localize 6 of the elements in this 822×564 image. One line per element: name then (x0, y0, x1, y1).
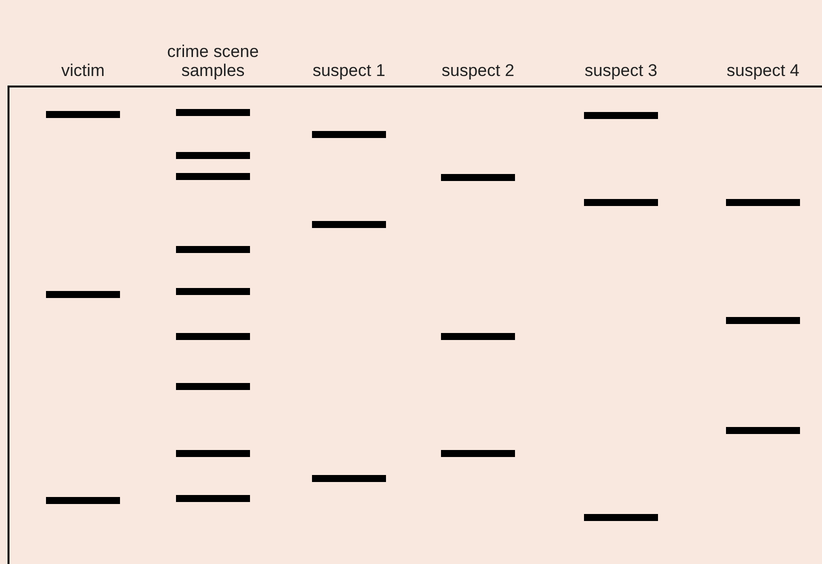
lane-label: suspect 3 (584, 61, 658, 80)
lane-label: suspect 2 (440, 61, 516, 80)
lane-label: crime scene samples (166, 42, 260, 80)
lane-label: suspect 4 (726, 61, 800, 80)
lane-label: suspect 1 (312, 61, 386, 80)
lane-label: victim (60, 61, 106, 80)
